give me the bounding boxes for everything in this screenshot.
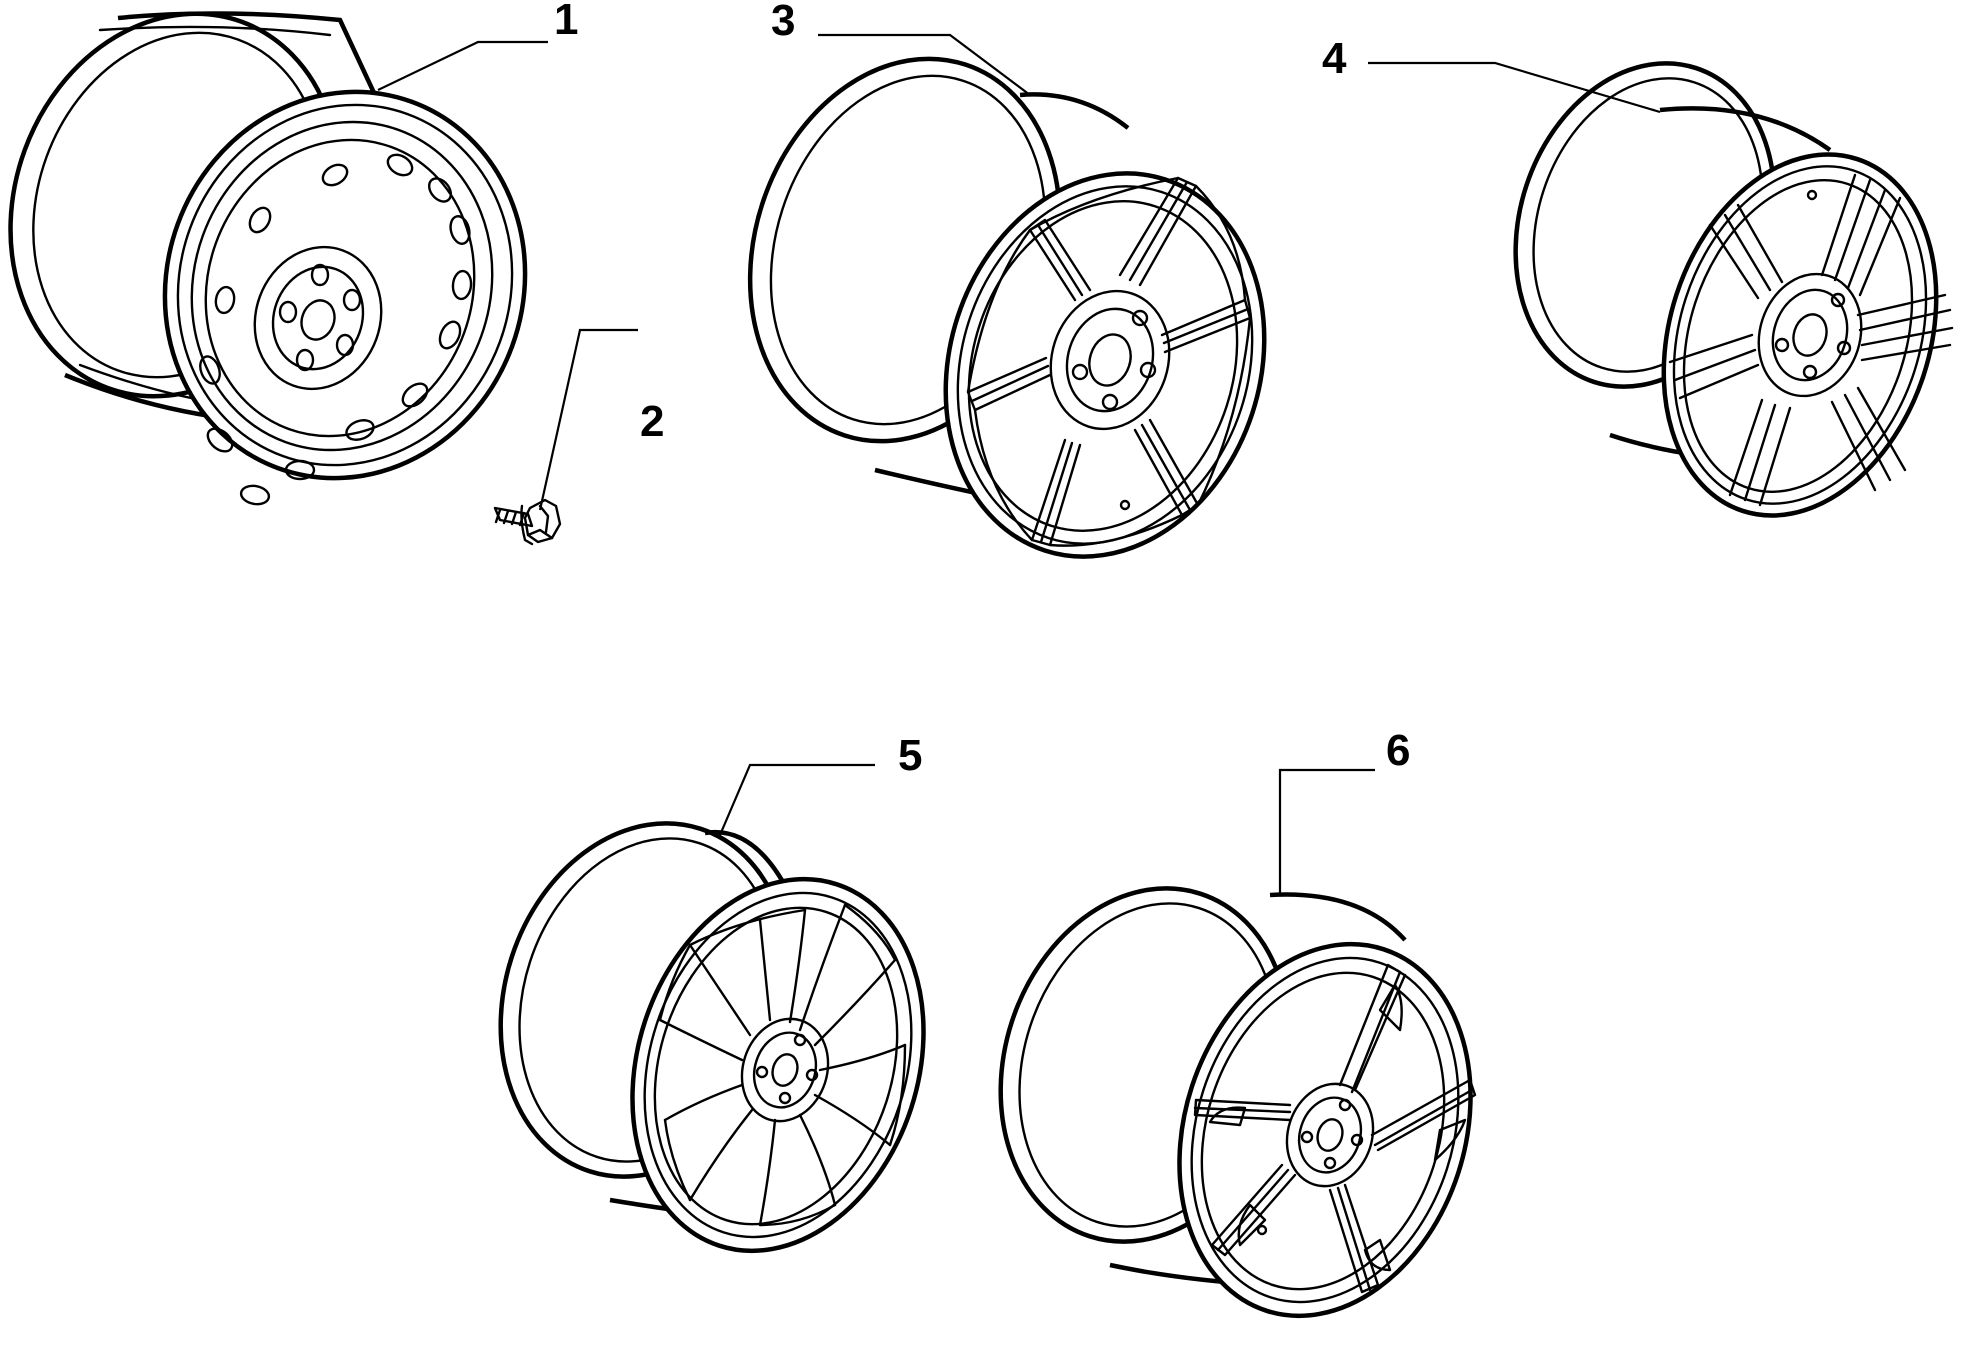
leader-line-6 (1278, 768, 1375, 895)
steel-wheel-part-1[interactable] (0, 0, 579, 529)
callout-label-2: 2 (640, 397, 664, 446)
alloy-wheel-part-5[interactable] (456, 786, 970, 1289)
leader-line-3 (818, 33, 1031, 96)
spokes (1193, 963, 1477, 1294)
callout-label-3: 3 (771, 0, 795, 45)
lug-holes (1300, 1098, 1364, 1170)
callout-label-5: 5 (898, 731, 922, 780)
vent-holes (199, 153, 473, 506)
lug-holes (278, 263, 362, 372)
callout-label-4: 4 (1322, 34, 1347, 83)
wheel-bolt-part-2[interactable] (493, 498, 562, 546)
alloy-wheel-part-6[interactable] (956, 851, 1517, 1354)
alloy-wheel-part-4[interactable] (1475, 29, 1968, 551)
leader-line-4 (1368, 61, 1661, 114)
spokes (658, 903, 907, 1227)
lug-holes (1071, 309, 1157, 411)
spokes (1668, 173, 1954, 507)
callout-label-6: 6 (1386, 726, 1410, 775)
leader-line-2 (538, 328, 638, 511)
leader-line-1 (377, 40, 548, 91)
alloy-wheel-part-3[interactable] (702, 18, 1313, 598)
lug-holes (1774, 292, 1852, 380)
callout-label-1: 1 (554, 0, 578, 44)
spokes (966, 176, 1252, 547)
leader-line-5 (718, 763, 875, 836)
lug-holes (755, 1033, 819, 1105)
leader-lines (377, 33, 1661, 895)
